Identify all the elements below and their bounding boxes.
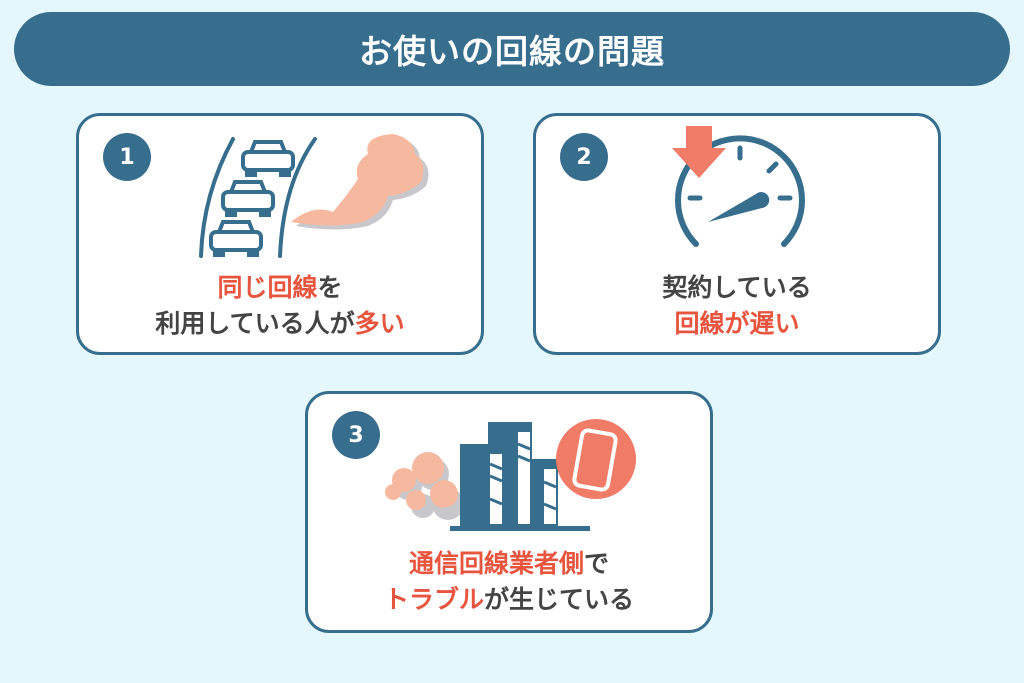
text-highlight: トラブル: [383, 585, 484, 614]
card-2: 2 契約している 回線が遅い: [533, 113, 941, 355]
text-highlight: 同じ回線: [217, 273, 318, 302]
card-1: 1 同じ回線を 利用している人が多い: [76, 113, 484, 355]
building-smartphone-icon: [385, 419, 636, 531]
card-3-text: 通信回線業者側で トラブルが生じている: [308, 546, 710, 618]
number-badge: 2: [560, 133, 608, 181]
card-2-text: 契約している 回線が遅い: [536, 270, 938, 342]
title-banner: お使いの回線の問題: [14, 12, 1010, 86]
traffic-jam-cars-icon: [199, 134, 429, 258]
number-badge: 3: [332, 411, 380, 459]
text: 契約している: [662, 273, 812, 302]
text-highlight: 回線が遅い: [674, 309, 800, 338]
text-highlight: 多い: [354, 309, 405, 338]
text: で: [584, 549, 610, 578]
text: を: [317, 273, 343, 302]
number-badge: 1: [103, 133, 151, 181]
card-1-text: 同じ回線を 利用している人が多い: [79, 270, 481, 342]
page-title: お使いの回線の問題: [359, 32, 665, 71]
text: 利用している人が: [155, 309, 355, 338]
text-highlight: 通信回線業者側: [408, 549, 584, 578]
text: が生じている: [484, 585, 635, 614]
speedometer-down-icon: [672, 126, 805, 247]
card-3: 3 通信回線業者側で トラブルが生じている: [305, 391, 713, 633]
